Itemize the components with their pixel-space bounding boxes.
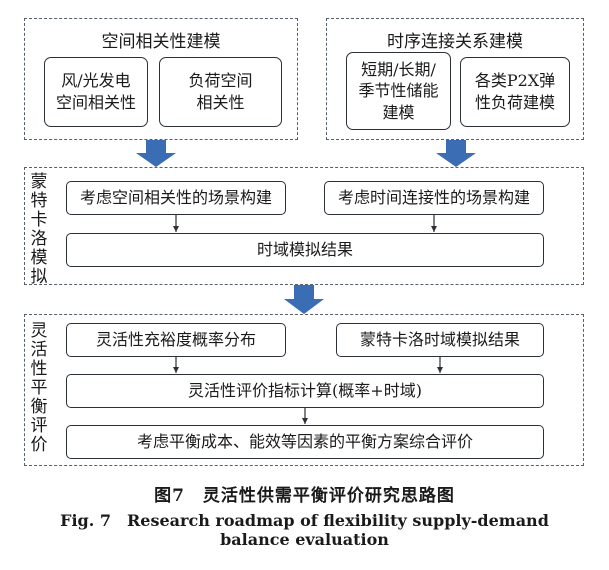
caption-en-line2: balance evaluation	[220, 530, 389, 549]
monte-carlo-label: 蒙特卡洛模拟	[30, 172, 48, 287]
comprehensive-evaluation-box: 考虑平衡成本、能效等因素的平衡方案综合评价	[66, 425, 544, 459]
temporal-modeling-group	[326, 18, 584, 140]
temporal-modeling-title: 时序连接关系建模	[387, 32, 523, 52]
caption-cn: 图7 灵活性供需平衡评价研究思路图	[154, 486, 455, 506]
monte-carlo-group	[24, 167, 584, 285]
big-arrow-right	[436, 140, 476, 167]
wind-solar-correlation-box: 风/光发电空间相关性	[44, 57, 148, 127]
load-spatial-correlation-box: 负荷空间相关性	[159, 57, 282, 127]
p2x-load-modeling-box: 各类P2X弹性负荷建模	[460, 57, 570, 127]
storage-modeling-box: 短期/长期/季节性储能建模	[346, 52, 451, 130]
spatial-modeling-group	[24, 18, 298, 140]
temporal-scenario-box: 考虑时间连接性的场景构建	[324, 181, 544, 215]
evaluation-group	[24, 314, 584, 466]
caption-en-line1: Fig. 7 Research roadmap of flexibility s…	[60, 511, 549, 530]
spatial-scenario-box: 考虑空间相关性的场景构建	[66, 181, 286, 215]
mc-time-domain-result-box: 蒙特卡洛时域模拟结果	[336, 323, 544, 357]
adequacy-distribution-box: 灵活性充裕度概率分布	[66, 323, 286, 357]
big-arrow-left	[136, 140, 176, 167]
spatial-modeling-title: 空间相关性建模	[101, 32, 221, 52]
time-domain-result-box: 时域模拟结果	[66, 233, 544, 267]
index-calculation-box: 灵活性评价指标计算(概率+时域)	[66, 374, 544, 408]
evaluation-label: 灵活性平衡评价	[30, 321, 48, 455]
big-arrow-middle	[284, 285, 324, 314]
